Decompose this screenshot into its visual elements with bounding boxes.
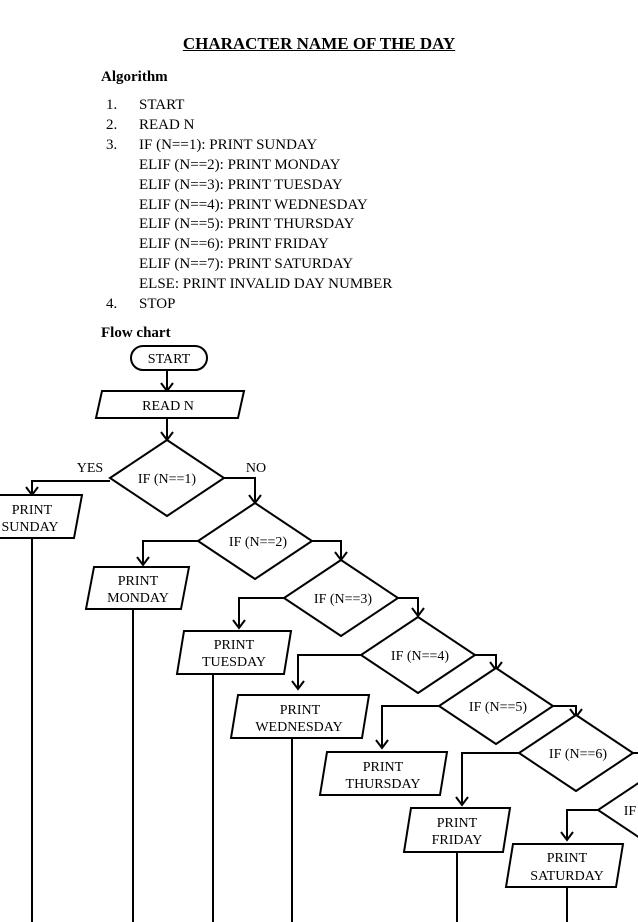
output-label: SUNDAY [1,520,58,535]
output-label: THURSDAY [346,777,421,792]
output-label: PRINT [280,703,321,718]
arrowhead-icon [291,680,305,691]
read-input-parallelogram [94,390,246,419]
step-number: 1. [106,97,118,113]
start-label: START [148,352,191,367]
decision-label: IF (N==6) [549,747,608,762]
algorithm-step: ELIF (N==2): PRINT MONDAY [106,156,392,176]
step-text: ELIF (N==3): PRINT TUESDAY [139,176,343,193]
step-text: STOP [139,296,176,313]
algorithm-heading: Algorithm [101,69,168,85]
decision-label: IF [624,804,637,819]
connector-line [566,809,598,838]
output-wednesday-parallelogram [229,694,371,739]
output-tuesday-parallelogram [175,630,293,675]
connector-line [312,540,342,558]
algorithm-step: ELIF (N==3): PRINT TUESDAY [106,176,392,196]
connector-line [475,654,497,668]
step-text: ELIF (N==5): PRINT THURSDAY [139,216,355,233]
start-terminal [130,345,208,371]
connector-line [381,705,439,746]
step-number: 4. [106,296,118,313]
output-label: TUESDAY [202,655,266,670]
decision-n6-diamond [517,713,635,793]
algorithm-step: 4. STOP [106,295,392,315]
read-label: READ N [142,399,194,414]
algorithm-step: ELSE: PRINT INVALID DAY NUMBER [106,275,392,295]
decision-label: IF (N==3) [314,592,373,607]
step-text: ELSE: PRINT INVALID DAY NUMBER [139,276,393,293]
decision-n1-diamond [108,438,226,518]
algorithm-step: 1. START [106,96,392,116]
connector-line [398,597,419,614]
decision-n5-diamond [437,666,555,746]
output-thursday-parallelogram [318,751,449,796]
algorithm-step: ELIF (N==5): PRINT THURSDAY [106,215,392,235]
connector-line [461,752,519,803]
output-sunday-parallelogram [0,494,84,539]
output-label: FRIDAY [432,833,483,848]
output-monday-parallelogram [84,566,191,610]
connector-line [224,477,256,501]
document-title: CHARACTER NAME OF THE DAY [182,34,456,53]
decision-n7-diamond [596,782,638,838]
connector-line [553,705,577,715]
algorithm-step: ELIF (N==4): PRINT WEDNESDAY [106,196,392,216]
step-text: READ N [139,116,195,133]
arrowhead-icon [375,739,389,750]
connector-line [142,540,198,563]
connector-line [297,654,361,687]
decision-label: IF (N==2) [229,535,288,550]
decision-label: IF (N==4) [391,649,450,664]
output-label: SATURDAY [530,869,603,884]
no-label: NO [246,461,266,476]
output-saturday-parallelogram [504,843,625,888]
arrowhead-icon [136,556,150,567]
output-label: PRINT [363,760,404,775]
connector-line [238,597,284,626]
algorithm-step: ELIF (N==7): PRINT SATURDAY [106,255,392,275]
step-text: ELIF (N==6): PRINT FRIDAY [139,236,329,253]
decision-label: IF (N==5) [469,700,528,715]
decision-n2-diamond [196,501,314,581]
yes-label: YES [77,461,103,476]
step-text: ELIF (N==2): PRINT MONDAY [139,156,341,173]
output-label: PRINT [437,816,478,831]
algorithm-step: 2. READ N [106,116,392,136]
output-label: WEDNESDAY [255,720,342,735]
step-number: 2. [106,116,118,133]
output-label: PRINT [118,574,159,589]
output-label: PRINT [12,503,53,518]
output-label: PRINT [547,851,588,866]
output-friday-parallelogram [402,807,512,853]
algorithm-step: 3. IF (N==1): PRINT SUNDAY [106,136,392,156]
decision-n3-diamond [282,558,400,638]
arrowhead-icon [232,619,246,630]
step-text: ELIF (N==4): PRINT WEDNESDAY [139,196,368,213]
algorithm-steps: 1. START 2. READ N 3. IF (N==1): PRINT SUND… [106,96,392,315]
output-label: MONDAY [107,591,169,606]
flowchart-heading: Flow chart [101,325,171,341]
decision-n4-diamond [359,615,477,695]
step-text: IF (N==1): PRINT SUNDAY [139,136,318,153]
connector-line [31,480,110,493]
step-text: ELIF (N==7): PRINT SATURDAY [139,256,354,273]
output-label: PRINT [214,638,255,653]
algorithm-step: ELIF (N==6): PRINT FRIDAY [106,235,392,255]
arrowhead-icon [560,831,574,842]
decision-label: IF (N==1) [138,472,197,487]
arrowhead-icon [455,796,469,807]
step-number: 3. [106,136,118,153]
step-text: START [139,97,185,113]
